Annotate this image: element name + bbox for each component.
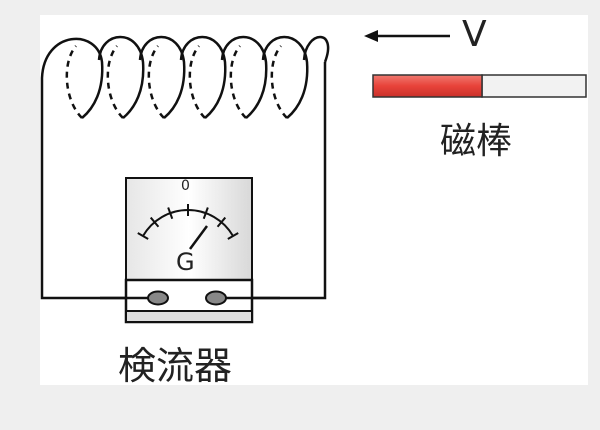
meter-g-label: G [176,248,195,276]
scale-tick [227,232,239,240]
coil-turn-front [40,37,104,119]
diagram-background [40,15,588,385]
coil-turn-front [138,35,186,119]
scale-tick [202,207,209,220]
coil-turn-back [147,45,165,119]
scale-tick [167,207,174,220]
galvanometer [100,177,280,324]
bar-magnet [372,74,587,98]
scale-tick [137,232,149,240]
magnet-label: 磁棒 [440,121,513,162]
velocity-arrow [364,30,450,42]
meter-needle [188,225,209,250]
terminal-right [205,290,227,306]
galvanometer-label: 検流器 [118,344,233,388]
magnet-white-pole [481,74,587,98]
coil-turn-back [65,45,83,119]
scale-tick [149,216,160,228]
coil [40,35,330,119]
coil-turn-front [261,35,309,119]
meter-zero-label: 0 [181,178,190,194]
coil-end [302,35,330,63]
meter-scale [137,204,239,240]
magnet-red-pole [372,74,483,98]
scale-tick [216,216,227,228]
coil-turn-back [106,45,124,119]
velocity-label: V [462,14,487,55]
coil-turn-front [97,35,145,119]
terminal-left [147,290,169,306]
coil-turn-front [220,35,268,119]
coil-turn-back [270,45,288,119]
coil-turn-back [229,45,247,119]
coil-turn-front [179,35,227,119]
coil-turn-back [188,45,206,119]
